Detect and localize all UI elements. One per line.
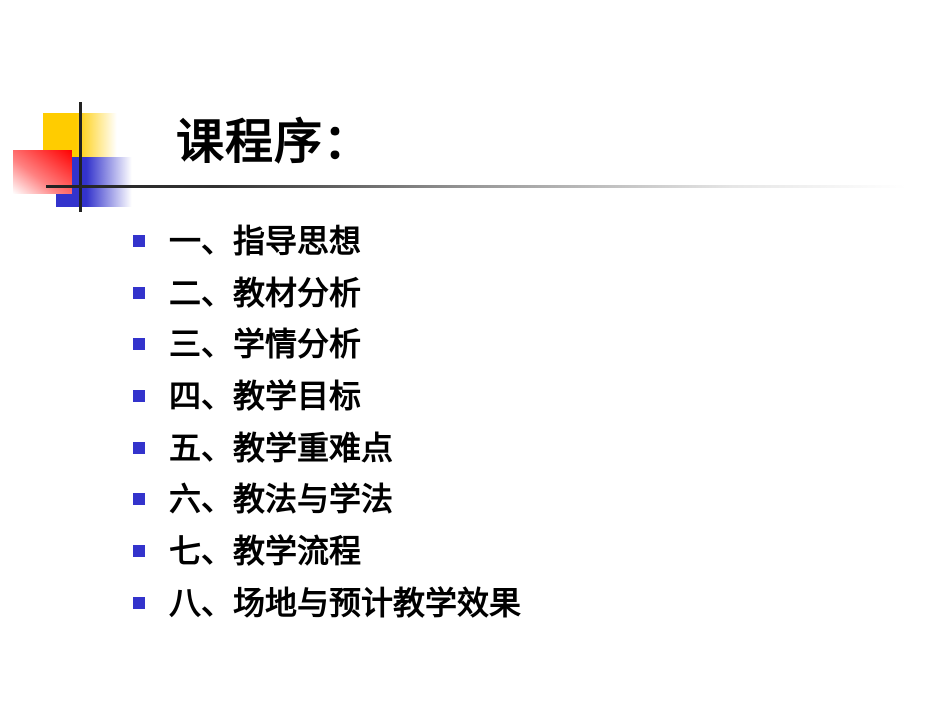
list-item-text: 三、学情分析 — [169, 325, 362, 364]
title-underline — [46, 185, 906, 188]
square-bullet-icon — [133, 286, 145, 299]
list-item: 八、场地与预计教学效果 — [133, 577, 521, 629]
list-item: 二、教材分析 — [133, 267, 521, 319]
list-item-text: 四、教学目标 — [169, 376, 362, 415]
list-item-text: 六、教法与学法 — [169, 480, 394, 519]
list-item: 一、指导思想 — [133, 215, 521, 267]
square-bullet-icon — [133, 544, 145, 557]
slide-title: 课程序： — [176, 114, 373, 170]
square-bullet-icon — [133, 596, 145, 609]
list-item-text: 五、教学重难点 — [169, 428, 394, 467]
list-item-text: 二、教材分析 — [169, 273, 362, 312]
square-bullet-icon — [133, 234, 145, 247]
list-item-text: 七、教学流程 — [169, 531, 362, 570]
list-item-text: 八、场地与预计教学效果 — [169, 583, 522, 622]
list-item: 三、学情分析 — [133, 318, 521, 370]
square-bullet-icon — [133, 338, 145, 351]
vertical-line-decoration — [79, 102, 82, 212]
square-bullet-icon — [133, 389, 145, 402]
square-bullet-icon — [133, 493, 145, 506]
list-item: 七、教学流程 — [133, 525, 521, 577]
list-item: 六、教法与学法 — [133, 473, 521, 525]
list-item: 四、教学目标 — [133, 370, 521, 422]
list-item-text: 一、指导思想 — [169, 221, 362, 260]
bullet-list: 一、指导思想 二、教材分析 三、学情分析 四、教学目标 五、教学重难点 六、教法… — [133, 215, 521, 629]
square-bullet-icon — [133, 441, 145, 454]
list-item: 五、教学重难点 — [133, 422, 521, 474]
